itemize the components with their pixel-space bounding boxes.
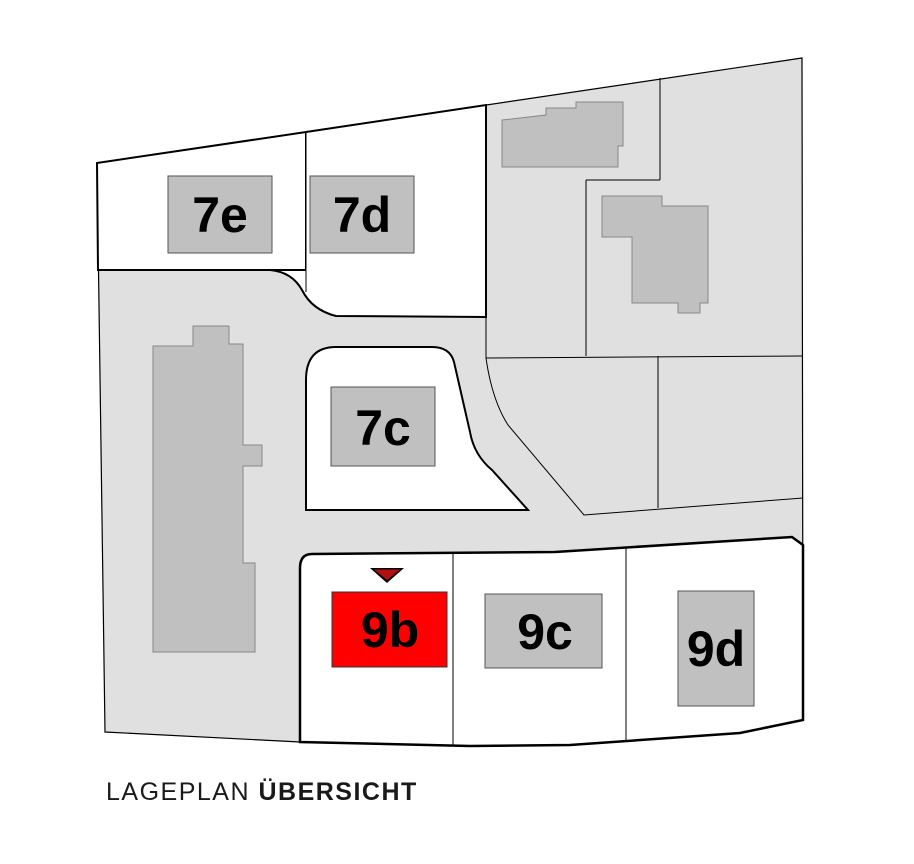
neighbour-buildings xyxy=(152,101,709,653)
building-7e[interactable] xyxy=(167,175,273,254)
neighbour-building-west xyxy=(152,325,263,653)
map-caption: LAGEPLAN ÜBERSICHT xyxy=(106,778,418,807)
caption-regular: LAGEPLAN xyxy=(106,778,251,806)
building-9d[interactable] xyxy=(677,590,755,707)
plot-7d[interactable]: 7d xyxy=(98,103,487,319)
plot-label-9d: 9d xyxy=(687,621,745,677)
neighbour-building-east xyxy=(601,195,709,314)
caption-bold: ÜBERSICHT xyxy=(258,778,418,806)
plot-7c[interactable]: 7c xyxy=(305,346,531,511)
plot-label-7d: 7d xyxy=(333,187,391,243)
plot-7e[interactable]: 7e xyxy=(95,130,307,271)
plot-label-7e: 7e xyxy=(192,187,248,243)
building-9b[interactable] xyxy=(331,591,448,668)
building-9c[interactable] xyxy=(484,593,603,669)
plot-9d[interactable]: 9d xyxy=(677,590,755,707)
plot-9b[interactable]: 9b xyxy=(331,568,448,668)
plot-label-9c: 9c xyxy=(517,604,573,660)
building-7c[interactable] xyxy=(330,386,436,467)
plot-label-7c: 7c xyxy=(355,400,411,456)
plot-7d-parcel xyxy=(98,103,487,319)
neighbour-parcels xyxy=(485,78,804,516)
plot-9c[interactable]: 9c xyxy=(484,593,603,669)
plot-label-9b: 9b xyxy=(361,602,419,658)
neighbour-building-north xyxy=(501,101,624,168)
building-7d[interactable] xyxy=(309,175,415,254)
